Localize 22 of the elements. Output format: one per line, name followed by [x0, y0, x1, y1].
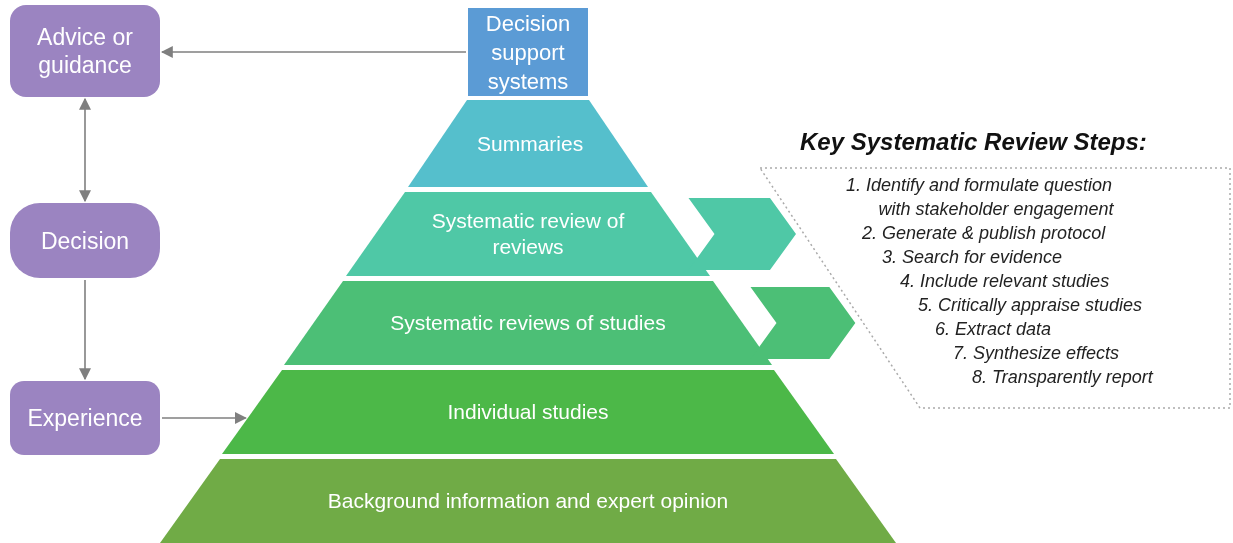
pyramid-apex-box: Decision support systems — [468, 8, 588, 96]
rounded-box: Experience — [10, 381, 160, 455]
step-item: 7. Synthesize effects — [953, 342, 1120, 365]
step-item: 5. Critically appraise studies — [918, 294, 1143, 317]
arrow — [160, 46, 467, 58]
chevron-arrow — [688, 198, 796, 270]
rounded-box: Decision — [10, 203, 160, 278]
pyramid-tier: Background information and expert opinion — [160, 459, 896, 543]
step-item: 8. Transparently report — [972, 366, 1153, 389]
step-item: 6. Extract data — [935, 318, 1052, 341]
step-item: 1. Identify and formulate question with stakeholder engagement — [844, 174, 1115, 221]
step-item: 2. Generate & publish protocol — [862, 222, 1106, 245]
steps-heading: Key Systematic Review Steps: — [800, 127, 1147, 157]
step-item: 3. Search for evidence — [882, 246, 1063, 269]
pyramid-tier: Summaries — [408, 100, 648, 187]
double-arrow — [79, 97, 91, 203]
step-item: 4. Include relevant studies — [900, 270, 1110, 293]
arrow — [161, 412, 247, 424]
pyramid-tier: Individual studies — [222, 370, 834, 454]
chevron-arrow — [750, 287, 856, 359]
arrow — [79, 279, 91, 381]
rounded-box: Advice or guidance — [10, 5, 160, 97]
